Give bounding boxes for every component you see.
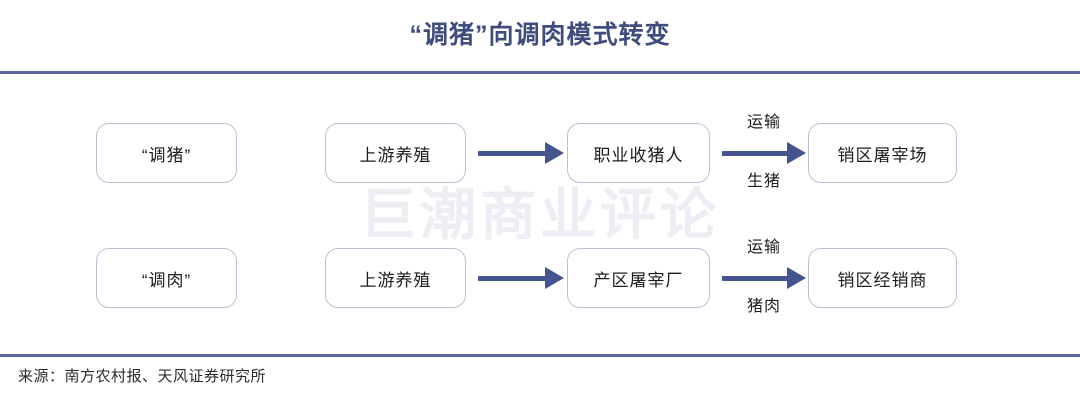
arrow-head [545,267,564,289]
flow-node[interactable]: 职业收猪人 [567,123,710,183]
flow-node[interactable]: 销区屠宰场 [808,123,957,183]
arrow-shaft [478,276,546,281]
arrow-label-above: 运输 [746,114,781,131]
arrow-head [787,267,806,289]
arrow-label-above: 运输 [746,239,781,256]
flow-node[interactable]: 销区经销商 [808,248,957,308]
arrow-shaft [722,276,788,281]
flow-arrow-icon [478,267,564,289]
arrow-head [545,142,564,164]
title-divider-top [0,71,1080,74]
flow-arrow-icon [722,142,806,164]
flow-node[interactable]: 上游养殖 [325,248,466,308]
flow-node[interactable]: 上游养殖 [325,123,466,183]
page-title: “调猪”向调肉模式转变 [409,21,671,49]
arrow-head [787,142,806,164]
flow-row-tiao-rou: “调肉” 上游养殖 产区屠宰厂 运输 猪肉 销区经销商 [0,239,1080,315]
flow-node[interactable]: 产区屠宰厂 [567,248,710,308]
source-note: 来源：南方农村报、天风证券研究所 [18,368,267,385]
arrow-shaft [722,151,788,156]
arrow-label-below: 生猪 [746,173,781,190]
watermark: 巨潮商业评论 [360,183,720,246]
flow-node[interactable]: “调猪” [96,123,237,183]
arrow-label-below: 猪肉 [746,298,781,315]
flow-arrow-icon [478,142,564,164]
flow-arrow-icon [722,267,806,289]
flow-row-tiao-zhu: “调猪” 上游养殖 职业收猪人 运输 生猪 销区屠宰场 [0,114,1080,190]
arrow-shaft [478,151,546,156]
footer-divider-bottom [0,354,1080,357]
flow-diagram: “调猪” 上游养殖 职业收猪人 运输 生猪 销区屠宰场 “调肉” 上游养殖 [0,71,1080,354]
flow-node[interactable]: “调肉” [96,248,237,308]
